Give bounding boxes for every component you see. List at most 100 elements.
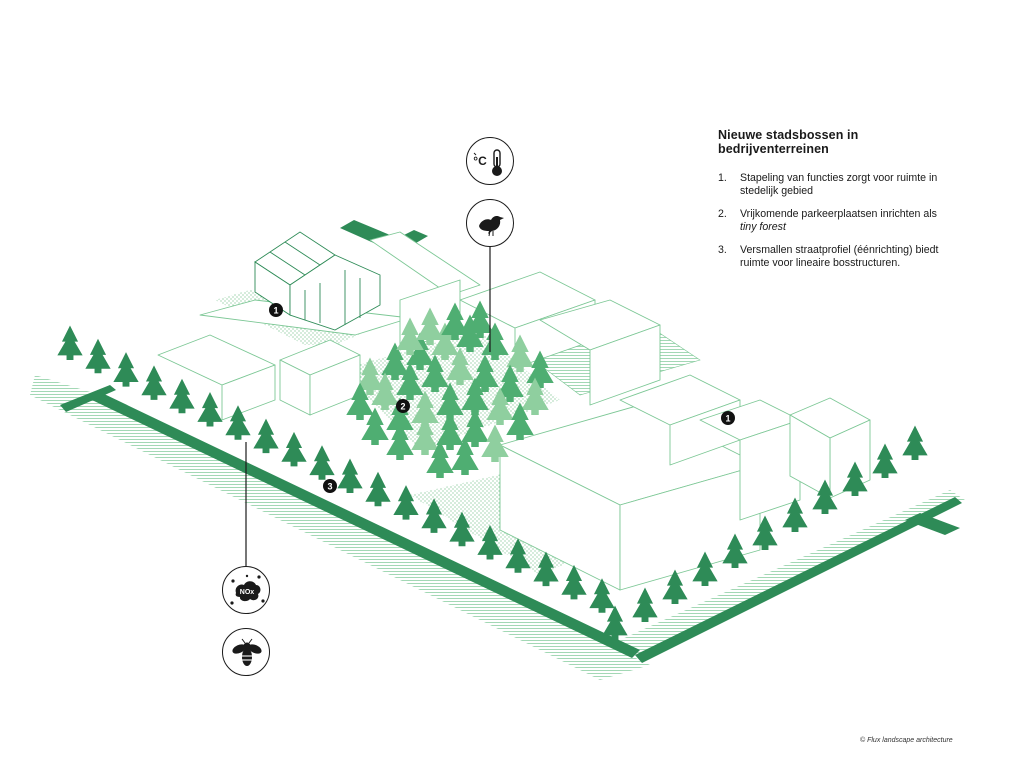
legend-item-number: 1. bbox=[718, 172, 727, 184]
tree bbox=[361, 407, 389, 445]
tree bbox=[902, 425, 928, 460]
legend-item-text: Vrijkomende parkeerplaatsen inrichten al… bbox=[740, 208, 937, 220]
tree bbox=[436, 412, 464, 450]
tree bbox=[456, 314, 484, 352]
tree bbox=[486, 387, 514, 425]
legend-item: 3. Versmallen straatprofiel (éénrichting… bbox=[718, 244, 968, 270]
tree bbox=[812, 479, 838, 514]
tree bbox=[416, 307, 444, 345]
legend-item-number: 3. bbox=[718, 244, 727, 256]
legend-item: 1. Stapeling van functies zorgt voor rui… bbox=[718, 172, 968, 198]
tree bbox=[309, 445, 335, 480]
tree bbox=[692, 551, 718, 586]
road-right bbox=[635, 497, 962, 663]
left-pavement bbox=[30, 375, 650, 680]
tree bbox=[197, 392, 223, 427]
nox-icon: NOx bbox=[222, 566, 270, 614]
tree bbox=[461, 409, 489, 447]
tree bbox=[589, 578, 615, 613]
tiny-forest bbox=[346, 300, 554, 478]
thermometer-icon: °C bbox=[466, 137, 514, 185]
tree bbox=[396, 317, 424, 355]
tree bbox=[225, 405, 251, 440]
legend-item: 2. Vrijkomende parkeerplaatsen inrichten… bbox=[718, 208, 968, 234]
tree bbox=[842, 461, 868, 496]
legend-list: 1. Stapeling van functies zorgt voor rui… bbox=[718, 172, 968, 270]
tree bbox=[253, 418, 279, 454]
road-top-b bbox=[402, 230, 428, 243]
tree bbox=[113, 352, 139, 387]
marker-label: 3 bbox=[327, 482, 332, 492]
tree bbox=[57, 325, 83, 360]
tree bbox=[411, 390, 439, 428]
tree bbox=[461, 377, 489, 415]
tree bbox=[371, 372, 399, 410]
right-pavement bbox=[620, 490, 965, 655]
tree bbox=[872, 443, 898, 478]
credit-text: © Flux landscape architecture bbox=[860, 737, 953, 744]
bird-icon bbox=[466, 199, 514, 247]
tree bbox=[365, 471, 391, 507]
tree bbox=[471, 354, 499, 392]
tree bbox=[722, 533, 748, 568]
tree bbox=[393, 485, 419, 520]
tree bbox=[496, 364, 524, 402]
celsius-label: °C bbox=[473, 154, 487, 168]
tree bbox=[602, 605, 628, 640]
street-trees bbox=[57, 325, 928, 640]
tree bbox=[451, 437, 479, 475]
legend-title: Nieuwe stadsbossen in bedrijventerreinen bbox=[718, 128, 859, 156]
legend-item-italic-text: tiny forest bbox=[740, 221, 786, 233]
tree bbox=[386, 422, 414, 460]
buildings bbox=[157, 231, 871, 591]
tree bbox=[481, 322, 509, 360]
tree bbox=[477, 525, 503, 560]
tree bbox=[481, 424, 509, 462]
tree bbox=[505, 538, 531, 573]
greenhouse bbox=[254, 231, 381, 331]
tree bbox=[386, 397, 414, 435]
tree bbox=[421, 354, 449, 392]
tree bbox=[346, 382, 374, 420]
tree bbox=[506, 402, 534, 440]
tree bbox=[421, 498, 447, 533]
tree bbox=[752, 515, 778, 550]
tree bbox=[561, 564, 587, 600]
marker-2-forest: 2 bbox=[396, 399, 410, 413]
nox-label: NOx bbox=[240, 589, 255, 596]
tree bbox=[85, 338, 111, 374]
tree bbox=[466, 300, 494, 338]
tree bbox=[662, 569, 688, 604]
callout-lines bbox=[245, 247, 491, 568]
marker-1-right: 1 bbox=[721, 411, 735, 425]
tree bbox=[632, 587, 658, 622]
tree bbox=[141, 365, 167, 400]
legend-item-text: Stapeling van functies zorgt voor ruimte… bbox=[740, 172, 938, 197]
tree bbox=[449, 511, 475, 547]
road-right-branch bbox=[905, 513, 960, 535]
bee-icon bbox=[222, 628, 270, 676]
legend-item-text: Versmallen straatprofiel (éénrichting) b… bbox=[740, 244, 939, 269]
marker-1-greenhouse: 1 bbox=[269, 303, 283, 317]
tree bbox=[406, 332, 434, 370]
legend: Nieuwe stadsbossen in bedrijventerreinen… bbox=[718, 128, 968, 280]
tree bbox=[426, 440, 454, 478]
marker-3-street: 3 bbox=[323, 479, 337, 493]
tree bbox=[356, 357, 384, 395]
tree bbox=[533, 551, 559, 587]
tree bbox=[782, 497, 808, 532]
road-left bbox=[92, 393, 640, 658]
tree bbox=[436, 382, 464, 420]
tree bbox=[396, 362, 424, 400]
tree bbox=[526, 350, 554, 388]
marker-label: 1 bbox=[725, 414, 730, 424]
tree bbox=[431, 322, 459, 360]
legend-item-number: 2. bbox=[718, 208, 727, 220]
road-left-branch bbox=[60, 385, 116, 412]
tree bbox=[446, 347, 474, 385]
tree bbox=[441, 302, 469, 340]
marker-label: 1 bbox=[273, 306, 278, 316]
tree bbox=[169, 378, 195, 414]
tree bbox=[337, 458, 363, 493]
